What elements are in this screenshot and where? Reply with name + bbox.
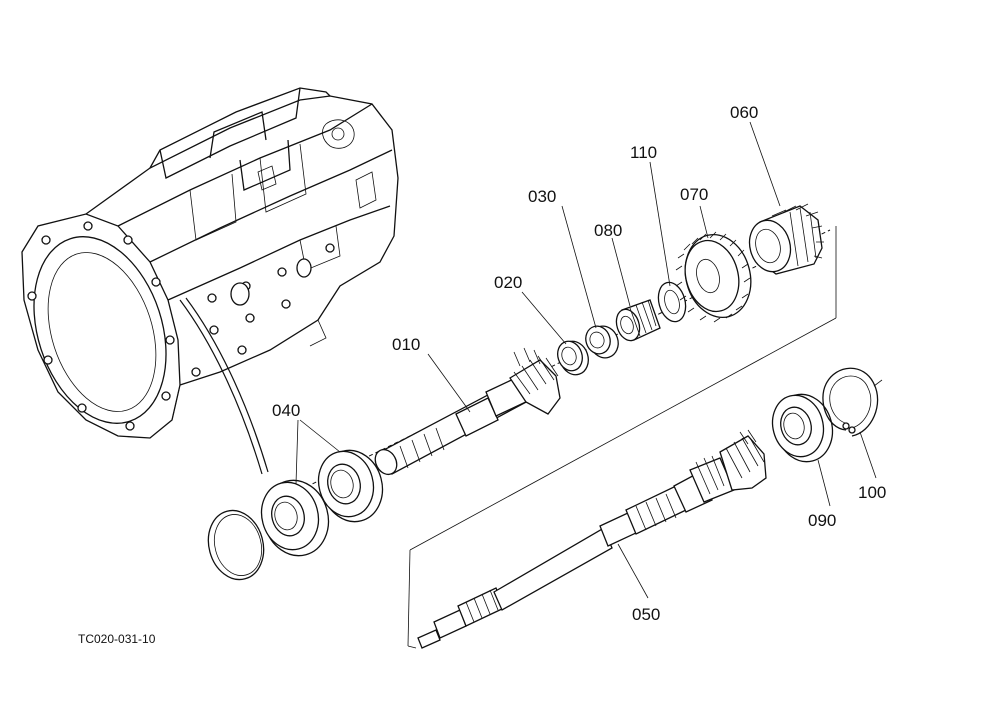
callout-050: 050 [632,605,660,624]
drawing-code: TC020-031-10 [78,632,156,646]
callout-110: 110 [630,143,657,162]
callout-020: 020 [494,273,522,292]
callout-070: 070 [680,185,708,204]
callout-040: 040 [272,401,300,420]
flange-bolt-holes [27,221,175,431]
bearing-090 [771,393,834,463]
race-030 [585,325,619,359]
side-bolt-holes [191,243,335,377]
callout-010: 010 [392,335,420,354]
leader-lines [295,121,877,599]
callout-090: 090 [808,511,836,530]
bearing-040-a [260,479,330,557]
callout-080: 080 [594,221,622,240]
snap-ring-front [207,509,265,581]
callout-060: 060 [730,103,758,122]
snap-ring-100 [822,367,883,437]
shaft-050 [417,429,767,649]
callout-labels: 010 020 030 040 050 060 070 080 090 100 … [272,103,886,624]
washer-110 [657,281,687,323]
transmission-case [21,87,399,475]
needle-bearing-080 [615,299,661,342]
gear-060 [748,203,824,275]
assembly-boundary [407,226,837,649]
callout-100: 100 [858,483,886,502]
bearing-040-b [317,449,384,523]
callout-030: 030 [528,187,556,206]
collar-020 [557,340,589,376]
gear-070 [675,231,752,323]
shaft-010 [374,347,561,476]
